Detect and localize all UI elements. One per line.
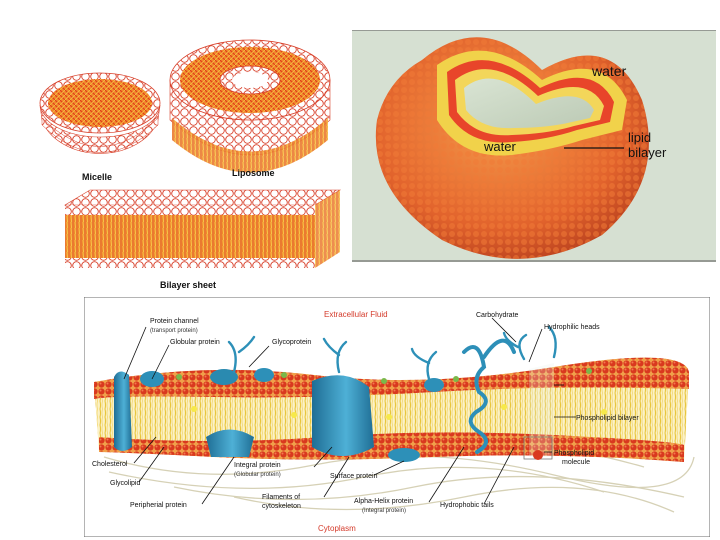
vesicle-drawing: water water lipid bilayer bbox=[352, 30, 716, 262]
protein-channel-sub-label: (transport protein) bbox=[150, 328, 198, 334]
glycoprotein-label: Glycoprotein bbox=[272, 339, 311, 346]
protein-channel bbox=[114, 371, 132, 451]
alpha-helix-protein-label: Alpha-Helix protein bbox=[354, 498, 413, 505]
peripheral-protein-label: Peripherial protein bbox=[130, 502, 187, 509]
integral-protein bbox=[210, 369, 374, 456]
globular-protein-label: Globular protein bbox=[170, 339, 220, 346]
cytoplasm-label: Cytoplasm bbox=[318, 524, 356, 533]
filaments-label-2: cytoskeleton bbox=[262, 503, 301, 510]
peripheral-protein bbox=[206, 429, 254, 457]
alpha-helix-protein bbox=[462, 338, 516, 454]
phospholipid-bilayer-label: Phospholipid bilayer bbox=[576, 415, 639, 422]
cholesterol-label: Cholesterol bbox=[92, 461, 128, 468]
micelle-drawing bbox=[39, 72, 161, 154]
filaments-label-1: Filaments of bbox=[262, 494, 300, 501]
hydrophobic-tails-label: Hydrophobic tails bbox=[440, 502, 494, 509]
bilayer-sheet-label: Bilayer sheet bbox=[160, 280, 216, 290]
leader-lines bbox=[123, 317, 576, 505]
integral-protein-sub-label: (Globular protein) bbox=[234, 472, 281, 478]
hydrophilic-heads-label: Hydrophilic heads bbox=[544, 324, 600, 331]
vesicle-panel: water water lipid bilayer bbox=[352, 30, 716, 262]
micelle-label: Micelle bbox=[82, 172, 112, 182]
cholesterol-markers bbox=[191, 404, 607, 420]
alpha-helix-sub-label: (Integral protein) bbox=[362, 508, 406, 514]
water-inner-label: water bbox=[483, 139, 516, 154]
lipid-structures-panel: Micelle Liposome Bilayer sheet bbox=[0, 0, 355, 295]
phospholipid-molecule-label-1: Phospholipid bbox=[554, 450, 594, 457]
phospholipid-molecule-head bbox=[533, 450, 543, 460]
carbohydrate-label: Carbohydrate bbox=[476, 312, 519, 319]
extracellular-fluid-label: Extracellular Fluid bbox=[324, 310, 388, 319]
carbohydrate-chains bbox=[227, 325, 557, 381]
liposome-label: Liposome bbox=[232, 168, 275, 178]
water-outer-label: water bbox=[591, 63, 627, 79]
integral-protein-label: Integral protein bbox=[234, 462, 281, 469]
bilayer-sheet-drawing bbox=[63, 189, 342, 268]
vesicle-body bbox=[375, 37, 649, 259]
phospholipid-molecule-label-2: molecule bbox=[562, 459, 590, 466]
membrane-panel: Extracellular Fluid Cytoplasm Protein ch… bbox=[84, 297, 710, 537]
lipid-structures-drawing: Micelle Liposome Bilayer sheet bbox=[39, 39, 342, 290]
surface-protein bbox=[388, 378, 444, 462]
lipid-label-line2: bilayer bbox=[628, 145, 667, 160]
glycolipid-label: Glycolipid bbox=[110, 480, 140, 487]
membrane-drawing: Extracellular Fluid Cytoplasm Protein ch… bbox=[84, 297, 710, 537]
lipid-label-line1: lipid bbox=[628, 130, 651, 145]
liposome-drawing bbox=[169, 39, 331, 173]
surface-protein-label: Surface protein bbox=[330, 473, 378, 480]
glycolipid-markers bbox=[176, 368, 592, 384]
protein-channel-label: Protein channel bbox=[150, 318, 199, 325]
